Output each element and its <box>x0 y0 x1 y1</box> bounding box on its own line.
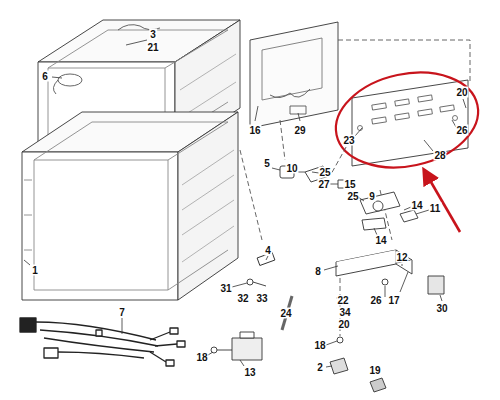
callout-number: 18 <box>313 340 326 351</box>
callout-holder: 17 <box>387 295 400 306</box>
callout-number: 13 <box>243 367 256 378</box>
callout-number: 20 <box>455 87 468 98</box>
callout-number: 4 <box>264 245 272 256</box>
callout-holder: 20 <box>337 319 350 330</box>
wire-harness <box>20 318 185 366</box>
callout-number: 3 <box>149 29 157 40</box>
callout-holder: 25 <box>346 191 359 202</box>
callout-holder: 26 <box>455 125 468 136</box>
callout-number: 2 <box>316 362 324 373</box>
duct-cover <box>352 80 468 166</box>
callout-number: 30 <box>435 303 448 314</box>
callout-number: 25 <box>318 167 331 178</box>
callout-number: 1 <box>31 265 39 276</box>
callout-number: 32 <box>236 293 249 304</box>
callout-holder: 18 <box>195 352 208 363</box>
callout-number: 10 <box>285 163 298 174</box>
callout-number: 34 <box>338 307 351 318</box>
callout-holder: 20 <box>455 87 468 98</box>
highlight-arrow <box>424 170 460 232</box>
air-duct <box>250 22 338 128</box>
callout-holder: 14 <box>410 200 423 211</box>
callout-number: 23 <box>342 135 355 146</box>
callout-number: 5 <box>263 158 271 169</box>
callout-holder: 21 <box>146 42 159 53</box>
callout-holder: 32 <box>236 293 249 304</box>
callout-holder: 3 <box>149 29 157 40</box>
callout-holder: 23 <box>342 135 355 146</box>
callout-number: 17 <box>387 295 400 306</box>
callout-number: 9 <box>368 191 376 202</box>
callout-holder: 10 <box>285 163 298 174</box>
callout-number: 28 <box>433 150 446 161</box>
callout-number: 18 <box>195 352 208 363</box>
callout-holder: 13 <box>243 367 256 378</box>
fresh-food-liner <box>22 112 238 300</box>
callout-holder: 5 <box>263 158 271 169</box>
callout-holder: 12 <box>395 252 408 263</box>
callout-number: 26 <box>369 295 382 306</box>
callout-number: 26 <box>455 125 468 136</box>
callout-holder: 27 <box>317 179 330 190</box>
callout-number: 19 <box>368 365 381 376</box>
callout-holder: 2 <box>316 362 324 373</box>
callout-holder: 6 <box>41 71 49 82</box>
callout-number: 14 <box>374 235 387 246</box>
callout-holder: 18 <box>313 340 326 351</box>
callout-holder: 26 <box>369 295 382 306</box>
callout-number: 21 <box>146 42 159 53</box>
callout-number: 25 <box>346 191 359 202</box>
callout-holder: 15 <box>343 179 356 190</box>
callout-number: 24 <box>279 308 292 319</box>
callout-holder: 11 <box>429 203 442 214</box>
callout-number: 8 <box>314 266 322 277</box>
callout-holder: 22 <box>336 295 349 306</box>
callout-number: 6 <box>41 71 49 82</box>
assembly-line <box>240 40 470 336</box>
callout-number: 16 <box>248 125 261 136</box>
callout-holder: 29 <box>293 125 306 136</box>
callout-holder: 7 <box>118 307 126 318</box>
callout-holder: 8 <box>314 266 322 277</box>
callout-holder: 1 <box>31 265 39 276</box>
callout-holder: 16 <box>248 125 261 136</box>
callout-holder: 25 <box>318 167 331 178</box>
callout-number: 20 <box>337 319 350 330</box>
small-parts <box>211 166 444 392</box>
callout-number: 22 <box>336 295 349 306</box>
callout-number: 31 <box>219 283 232 294</box>
callout-number: 7 <box>118 307 126 318</box>
callout-holder: 33 <box>255 293 268 304</box>
callout-holder: 28 <box>433 150 446 161</box>
callout-number: 11 <box>429 203 442 214</box>
callout-holder: 4 <box>264 245 272 256</box>
callout-number: 33 <box>255 293 268 304</box>
callout-holder: 14 <box>374 235 387 246</box>
callout-number: 29 <box>293 125 306 136</box>
callout-holder: 30 <box>435 303 448 314</box>
callout-holder: 31 <box>219 283 232 294</box>
callout-number: 27 <box>317 179 330 190</box>
callout-number: 14 <box>410 200 423 211</box>
highlight-ring <box>327 60 487 180</box>
callout-number: 15 <box>343 179 356 190</box>
callout-holder: 24 <box>279 308 292 319</box>
callout-number: 12 <box>395 252 408 263</box>
callout-holder: 34 <box>338 307 351 318</box>
callout-holder: 9 <box>368 191 376 202</box>
callout-holder: 19 <box>368 365 381 376</box>
leader-line <box>24 40 466 367</box>
